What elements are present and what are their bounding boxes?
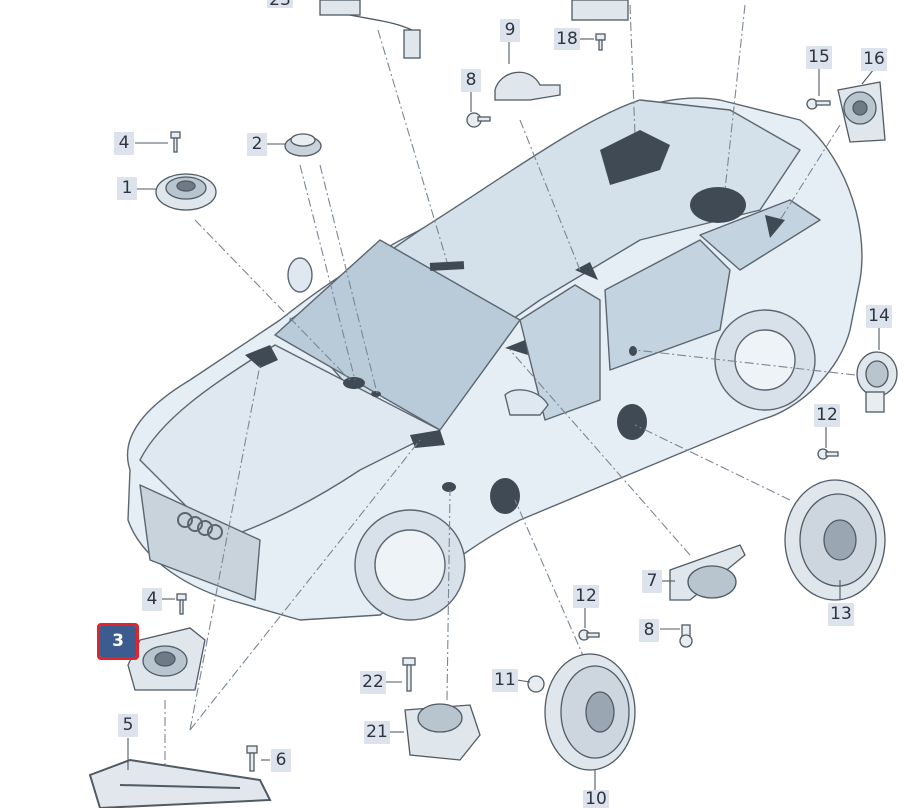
part-22-screw [402, 657, 416, 692]
part-top-module [571, 0, 629, 21]
logo-rings [177, 512, 223, 540]
callout-23[interactable]: 23 [267, 0, 293, 8]
callout-18[interactable]: 18 [554, 28, 580, 50]
part-8-screw-bottom [679, 624, 693, 648]
rear-quarter-window [699, 199, 821, 271]
parts [88, 0, 898, 808]
callout-5[interactable]: 5 [118, 714, 138, 737]
part-6-screw [246, 745, 258, 772]
mount-points [245, 130, 785, 514]
callout-7[interactable]: 7 [642, 570, 662, 593]
part-18-screw [595, 33, 606, 51]
side-window-rear [604, 239, 731, 371]
callout-14[interactable]: 14 [866, 305, 892, 328]
part-16-speaker [837, 81, 886, 143]
part-2-grommet [284, 133, 322, 157]
callout-15[interactable]: 15 [806, 46, 832, 69]
callout-1[interactable]: 1 [117, 177, 137, 200]
part-1-speaker [155, 173, 217, 211]
part-23-cable [319, 0, 421, 59]
callout-8-bottom[interactable]: 8 [639, 619, 659, 642]
left-mirror [287, 257, 313, 293]
part-14-speaker [856, 351, 898, 413]
part-21-speaker [404, 703, 481, 761]
callout-9[interactable]: 9 [500, 19, 520, 42]
callout-4-top[interactable]: 4 [114, 132, 134, 155]
part-9-bracket [494, 71, 561, 101]
callout-16[interactable]: 16 [861, 48, 887, 71]
part-4-screw-top [170, 131, 181, 153]
part-8-screw-top [466, 112, 491, 128]
part-4-screw-bottom [176, 593, 187, 615]
part-12-screw-middle [578, 629, 600, 641]
callout-4-bottom[interactable]: 4 [142, 588, 162, 611]
grille [139, 484, 261, 601]
part-7-speaker [669, 544, 746, 601]
callout-3[interactable]: 3 [97, 623, 139, 660]
part-15-screw [806, 98, 831, 110]
callout-22[interactable]: 22 [360, 671, 386, 694]
callout-12-middle[interactable]: 12 [573, 585, 599, 608]
callout-2[interactable]: 2 [247, 133, 267, 156]
callout-21[interactable]: 21 [364, 721, 390, 744]
part-13-speaker [784, 479, 886, 601]
part-11-nut [527, 675, 545, 693]
car-illustration [126, 97, 863, 621]
part-12-screw-right [817, 448, 839, 460]
callout-11[interactable]: 11 [492, 669, 518, 692]
part-10-speaker [544, 653, 636, 771]
callout-13[interactable]: 13 [828, 603, 854, 626]
part-3-speaker [127, 627, 206, 691]
callout-6[interactable]: 6 [271, 749, 291, 772]
leader-lines [164, 4, 856, 770]
callout-10[interactable]: 10 [583, 790, 609, 808]
part-5-frame [88, 758, 272, 808]
callout-12-right[interactable]: 12 [814, 404, 840, 427]
side-mirror [504, 389, 549, 416]
callout-8-top[interactable]: 8 [461, 69, 481, 92]
callout-ticks [127, 38, 880, 790]
